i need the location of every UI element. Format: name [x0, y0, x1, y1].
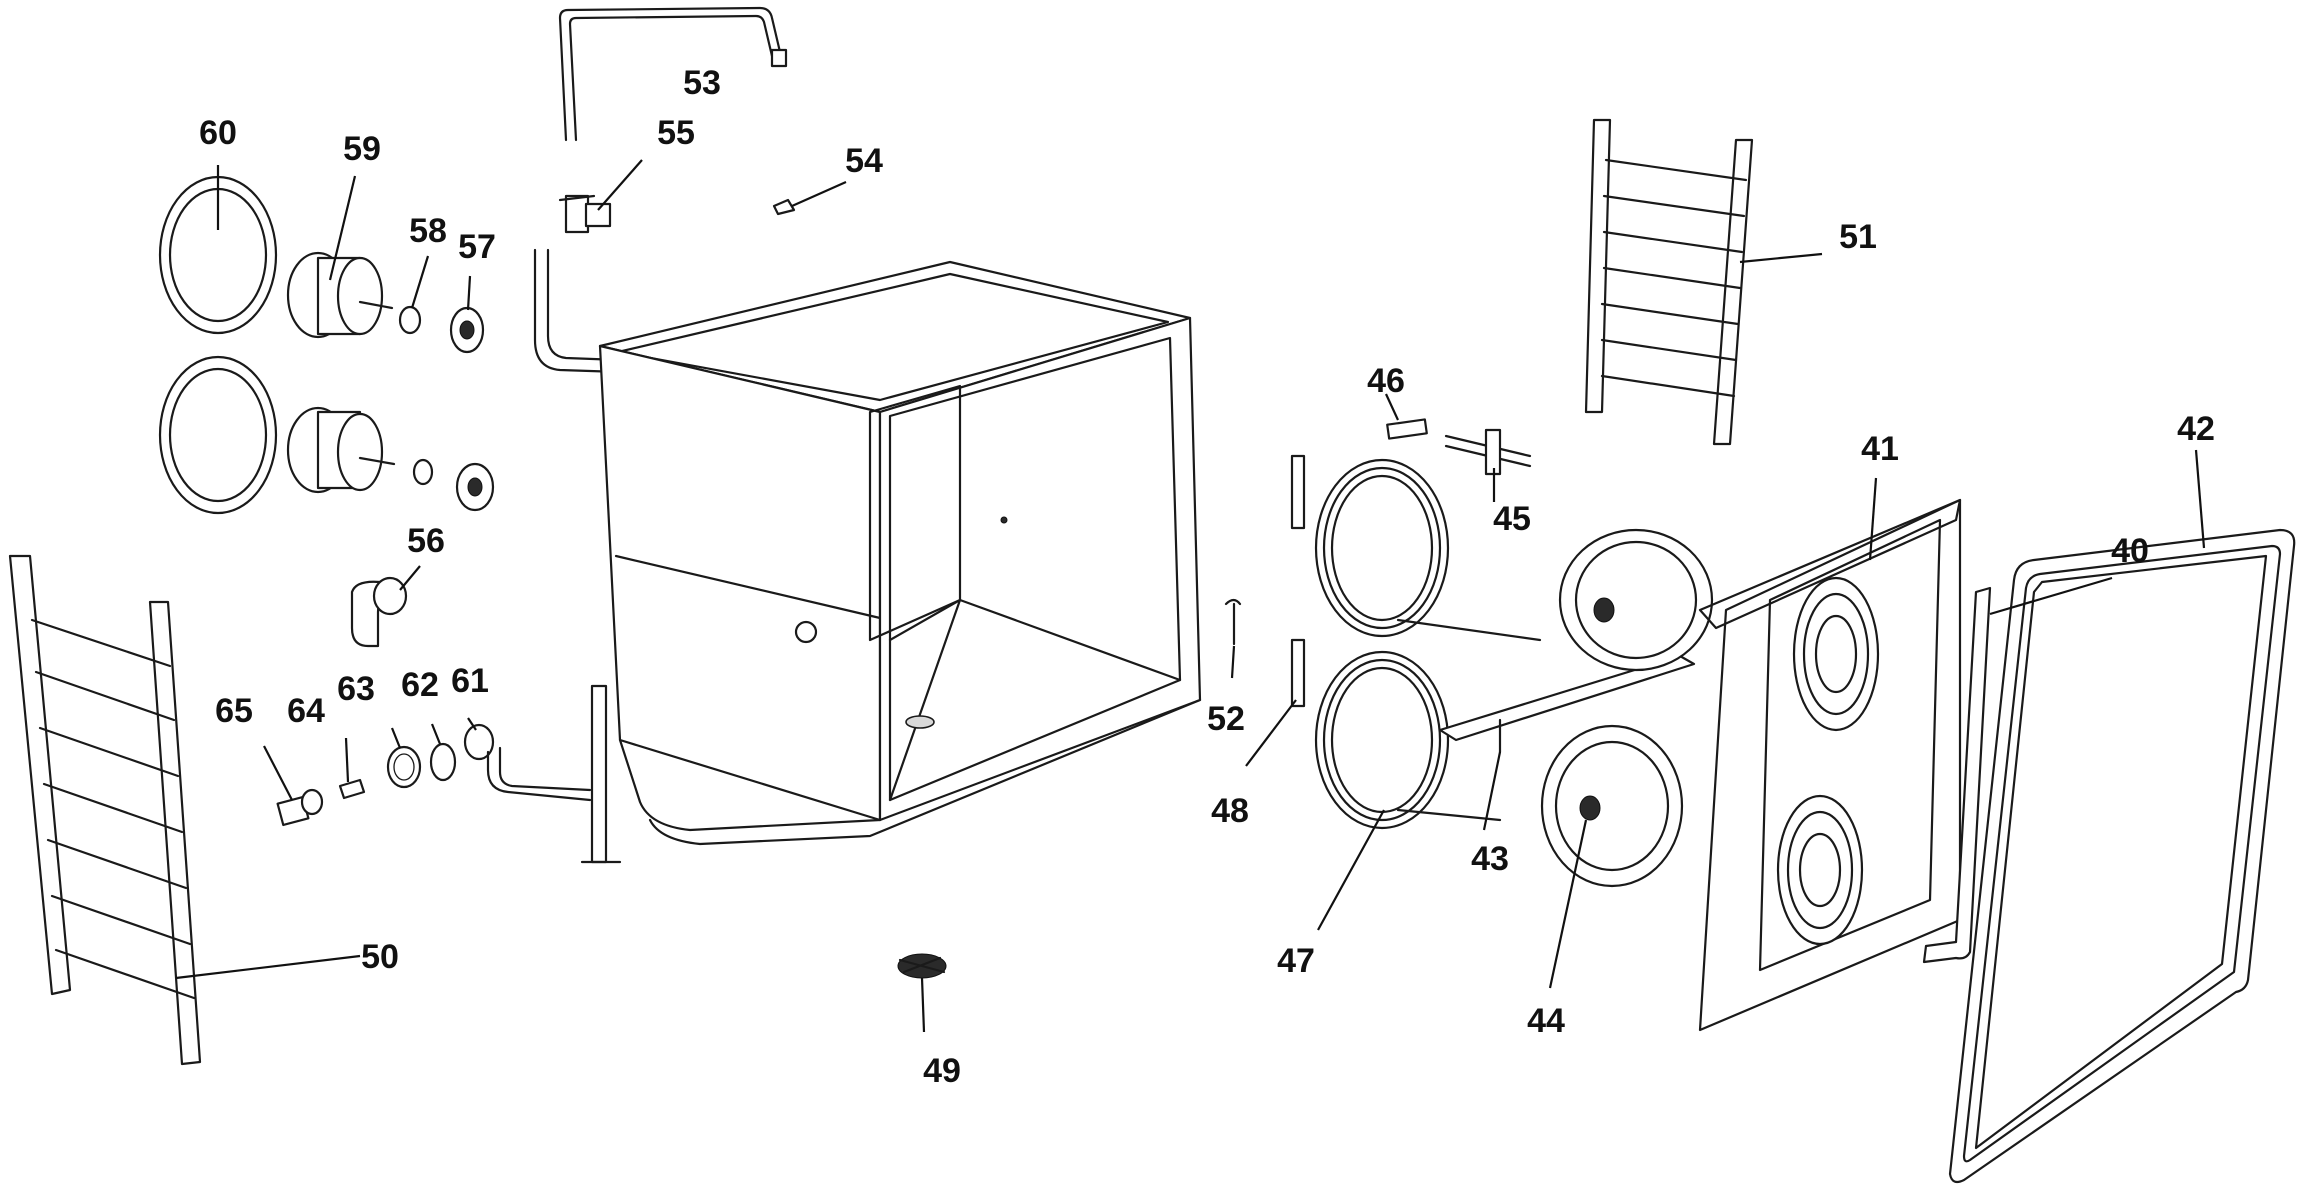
part-43-plate: [1438, 654, 1696, 754]
part-58-washers: [398, 305, 434, 486]
part-49-filter: [897, 953, 947, 979]
part-57-hubs: [449, 306, 495, 512]
callout-64: 64: [287, 692, 325, 730]
callout-42: 42: [2177, 410, 2215, 448]
part-51-right-rack: [1584, 118, 1754, 446]
part-45-bracket: [1444, 428, 1532, 476]
oven-cavity: [533, 248, 1202, 864]
part-44-blower-wheels: [1540, 528, 1714, 888]
callout-62: 62: [401, 666, 439, 704]
callout-56: 56: [407, 522, 445, 560]
callout-57: 57: [458, 228, 496, 266]
callout-48: 48: [1211, 792, 1249, 830]
callout-50: 50: [361, 938, 399, 976]
part-46-bracket: [1386, 418, 1428, 440]
callout-44: 44: [1527, 1002, 1565, 1040]
callout-41: 41: [1861, 430, 1899, 468]
part-50-left-rack: [8, 554, 202, 1066]
callout-61: 61: [451, 662, 489, 700]
part-40-side-trim: [1922, 586, 1992, 964]
callout-40: 40: [2111, 532, 2149, 570]
part-63-ring: [386, 745, 422, 789]
callout-63: 63: [337, 670, 375, 708]
callout-60: 60: [199, 114, 237, 152]
callout-43: 43: [1471, 840, 1509, 878]
callout-65: 65: [215, 692, 253, 730]
part-65-knob: [276, 788, 324, 827]
part-41-fan-panel: [1698, 498, 1962, 1032]
part-54-clip: [772, 198, 796, 216]
callout-51: 51: [1839, 218, 1877, 256]
part-52-sensor: [1224, 598, 1242, 646]
part-42-door-gasket: [1948, 528, 2296, 1184]
callout-45: 45: [1493, 500, 1531, 538]
part-53-pipe: [558, 6, 788, 142]
callout-49: 49: [923, 1052, 961, 1090]
part-56-elbow: [350, 576, 408, 648]
callout-52: 52: [1207, 700, 1245, 738]
part-55-valve: [558, 194, 612, 234]
callout-55: 55: [657, 114, 695, 152]
callout-46: 46: [1367, 362, 1405, 400]
callout-47: 47: [1277, 942, 1315, 980]
part-64-clip: [338, 778, 366, 800]
leader-lines: [175, 159, 2206, 1033]
part-48-strips: [1290, 454, 1306, 708]
callout-54: 54: [845, 142, 883, 180]
callout-53: 53: [683, 64, 721, 102]
part-62-ring: [429, 742, 457, 782]
part-61-drain: [463, 723, 592, 802]
callout-59: 59: [343, 130, 381, 168]
part-59-motors: [286, 251, 396, 494]
callout-labels: 60 59 58 57 56 53 55 54 65 64 63 62 61 5…: [199, 64, 2215, 1090]
part-47-heating-elements: [1314, 458, 1542, 830]
callout-58: 58: [409, 212, 447, 250]
